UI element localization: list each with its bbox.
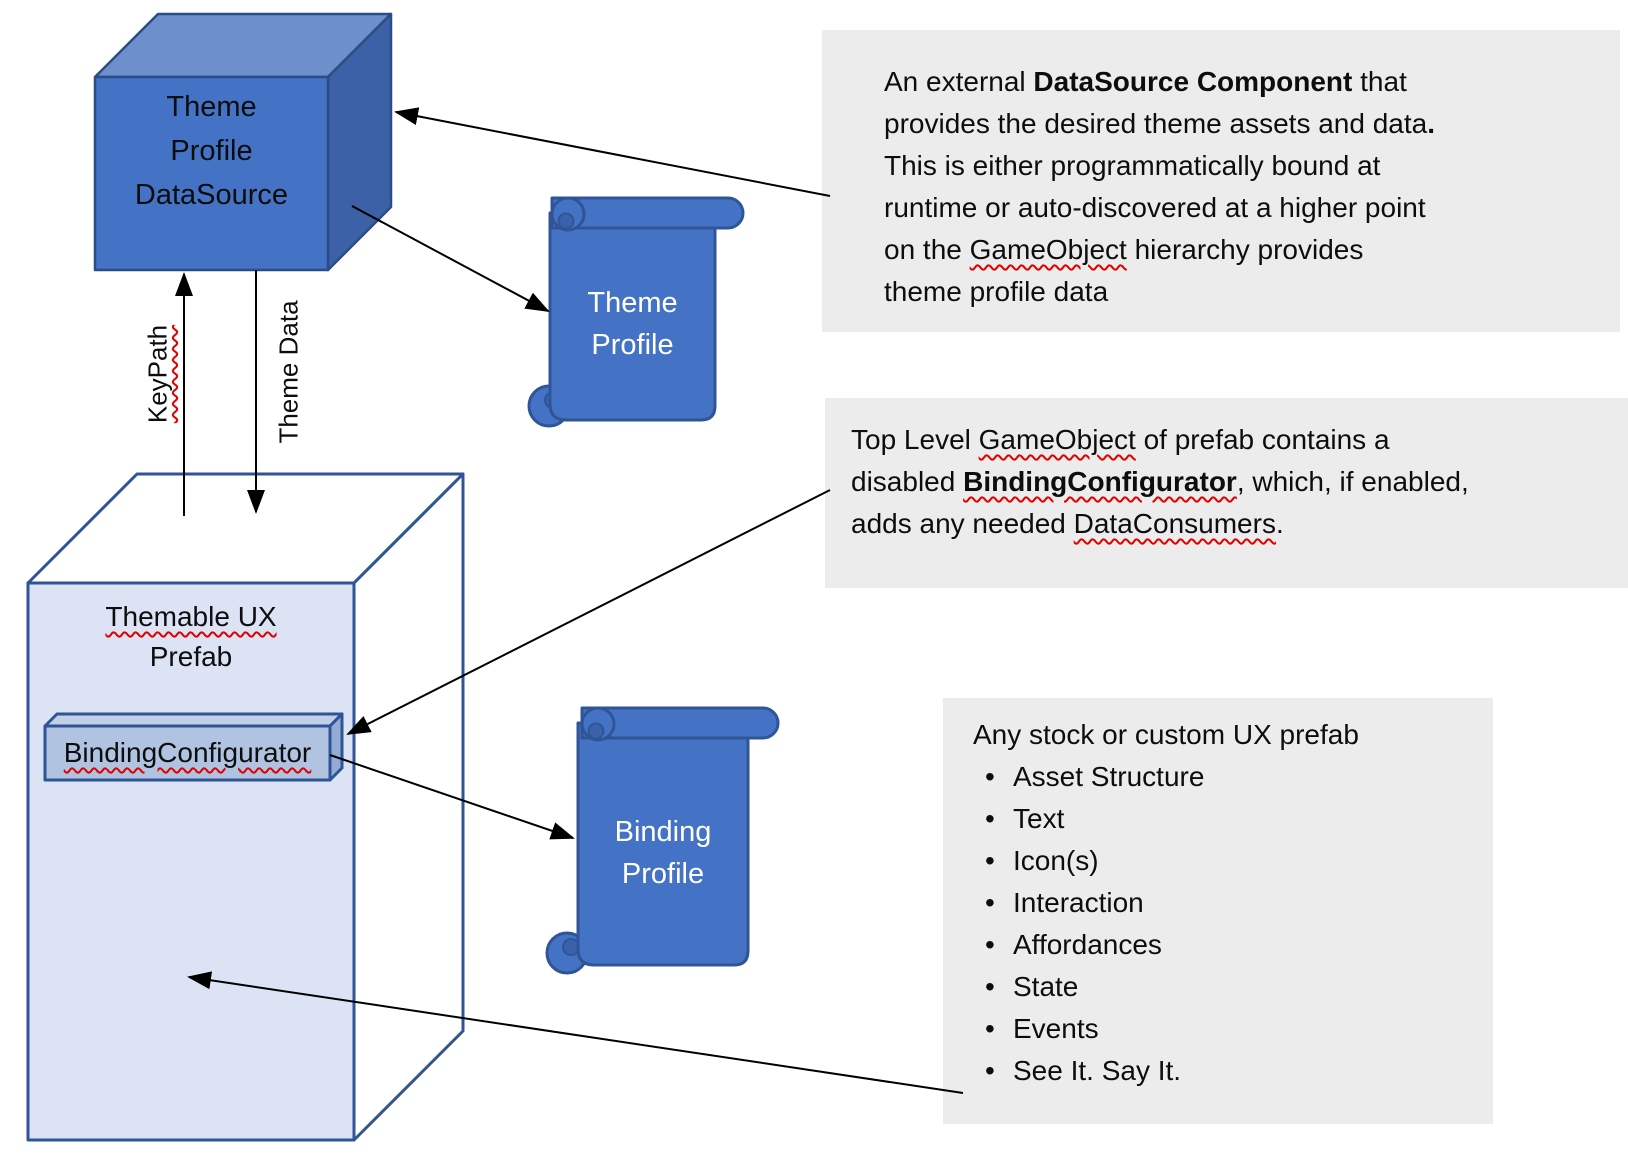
note-line: This is either programmatically bound at: [884, 150, 1381, 181]
datasource-cube-shape: [93, 12, 393, 272]
label-line: Theme: [166, 91, 257, 123]
bullet-dot: •: [985, 929, 995, 960]
prefab-box-shape: [26, 472, 465, 1142]
bullet-dot: •: [985, 803, 995, 834]
note-line: disabled BindingConfigurator, which, if …: [851, 466, 1469, 497]
bullet-item: • Events: [973, 1008, 1493, 1050]
bullet-text: Interaction: [1013, 887, 1144, 918]
note-prefab-features: Any stock or custom UX prefab • Asset Str…: [943, 698, 1493, 1124]
bullet-text: Asset Structure: [1013, 761, 1205, 792]
label-line: Profile: [621, 858, 705, 890]
bullet-item: • Text: [973, 798, 1493, 840]
note-line: provides the desired theme assets and da…: [884, 108, 1436, 139]
bullet-item: • Icon(s): [973, 840, 1493, 882]
label-line: Prefab: [149, 641, 233, 672]
bullet-item: • See It. Say It.: [973, 1050, 1493, 1092]
note-line: runtime or auto-discovered at a higher p…: [884, 192, 1426, 223]
bullet-text: State: [1013, 971, 1079, 1002]
bullet-dot: •: [985, 1055, 995, 1086]
arrow-configurator-to-binding-profile: [329, 754, 575, 840]
binding-configurator-label: BindingConfigurator: [45, 738, 330, 768]
binding-configurator-shape: [43, 712, 344, 782]
bullet-item: • Asset Structure: [973, 756, 1493, 798]
bullet-item: • Interaction: [973, 882, 1493, 924]
note-datasource-text: An external DataSource Component that pro…: [822, 30, 1620, 313]
label-line: Profile: [170, 135, 253, 167]
bullet-dot: •: [985, 971, 995, 1002]
binding-configurator-label-text: BindingConfigurator: [63, 737, 312, 768]
bullet-dot: •: [985, 1013, 995, 1044]
keypath-edge-label: KeyPath: [143, 325, 174, 423]
bullet-text: Text: [1013, 803, 1065, 834]
note-binding-configurator: Top Level GameObject of prefab contains …: [825, 398, 1628, 588]
label-line: Profile: [591, 329, 674, 361]
note-line: An external DataSource Component that: [884, 66, 1407, 97]
note-line: adds any needed DataConsumers.: [851, 508, 1284, 539]
prefab-label: Themable UX Prefab: [28, 597, 354, 677]
theme-data-edge-label: Theme Data: [273, 300, 304, 444]
bullet-text: Affordances: [1013, 929, 1162, 960]
arrow-note-to-binding-configurator: [346, 489, 831, 735]
label-line: Themable UX: [105, 601, 277, 632]
note-binding-configurator-text: Top Level GameObject of prefab contains …: [825, 398, 1628, 545]
bullet-dot: •: [985, 845, 995, 876]
bullet-text: See It. Say It.: [1013, 1055, 1182, 1086]
arrow-note-to-prefab: [187, 971, 964, 1094]
bullet-item: • State: [973, 966, 1493, 1008]
label-line: Binding: [614, 816, 712, 848]
note-line: theme profile data: [884, 276, 1109, 307]
binding-profile-scroll-shape: [545, 706, 780, 975]
label-line: Theme: [587, 287, 678, 319]
arrow-cube-to-theme-profile: [351, 205, 550, 312]
note-prefab-features-text: Any stock or custom UX prefab • Asset Str…: [943, 698, 1493, 1092]
keypath-edge-label-text: KeyPath: [142, 324, 173, 424]
note-line: on the GameObject hierarchy provides: [884, 234, 1364, 265]
bullet-dot: •: [985, 761, 995, 792]
bullet-text: Icon(s): [1013, 845, 1099, 876]
bullet-text: Events: [1013, 1013, 1099, 1044]
bullet-item: • Affordances: [973, 924, 1493, 966]
note-prefab-features-title: Any stock or custom UX prefab: [973, 719, 1359, 750]
label-line: DataSource: [134, 179, 289, 211]
prefab-features-bullet-list: • Asset Structure • Text • Icon(s) • Interactio…: [973, 756, 1493, 1092]
note-line: Top Level GameObject of prefab contains …: [851, 424, 1390, 455]
theme-profile-scroll-shape: [527, 196, 745, 428]
note-datasource: An external DataSource Component that pro…: [822, 30, 1620, 332]
arrow-note-to-datasource-cube: [394, 107, 831, 197]
bullet-dot: •: [985, 887, 995, 918]
